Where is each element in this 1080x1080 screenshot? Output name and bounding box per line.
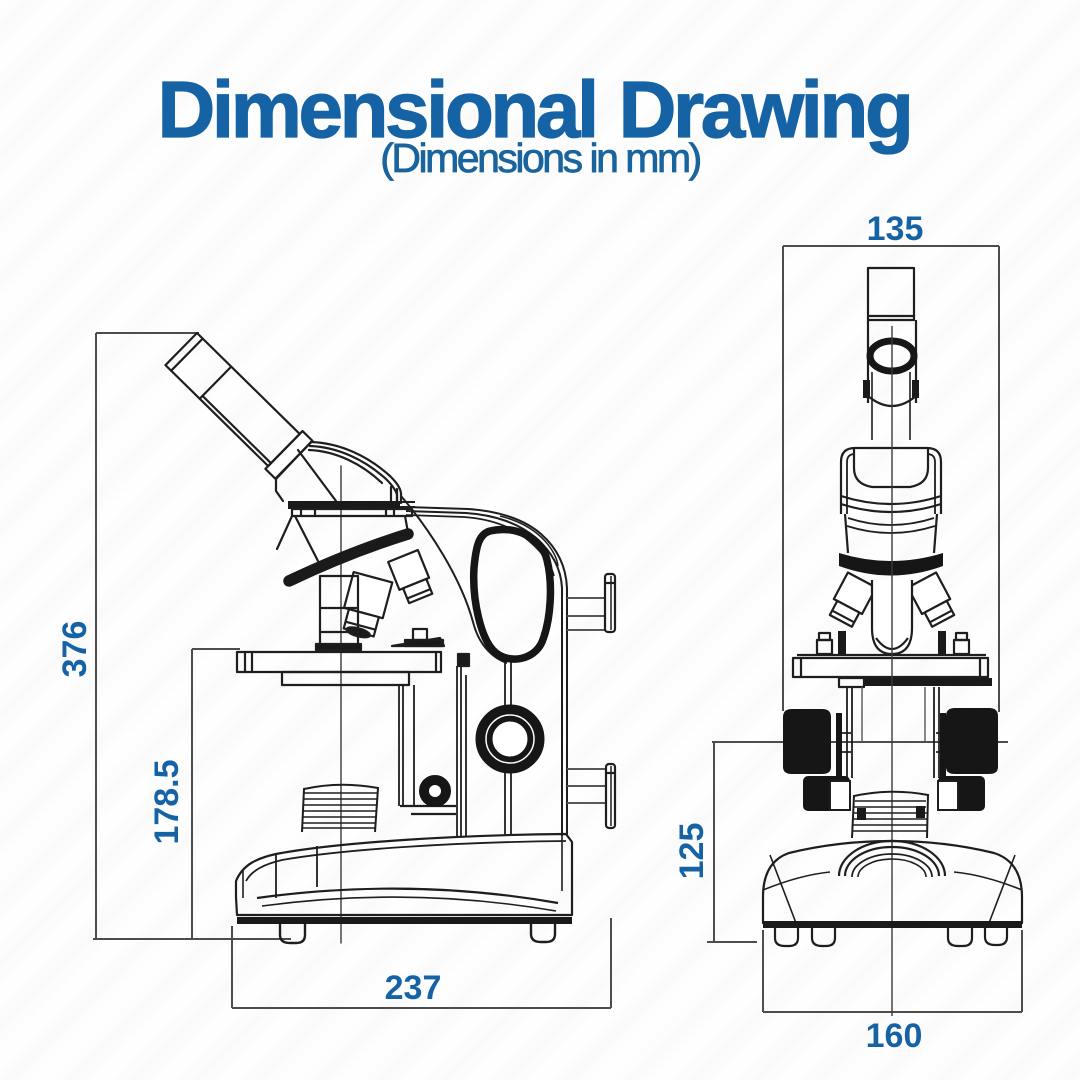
- svg-text:135: 135: [867, 210, 924, 248]
- svg-text:178.5: 178.5: [148, 759, 186, 844]
- svg-text:237: 237: [385, 969, 442, 1007]
- svg-text:376: 376: [56, 621, 94, 678]
- svg-text:125: 125: [673, 823, 711, 880]
- svg-text:160: 160: [866, 1017, 923, 1055]
